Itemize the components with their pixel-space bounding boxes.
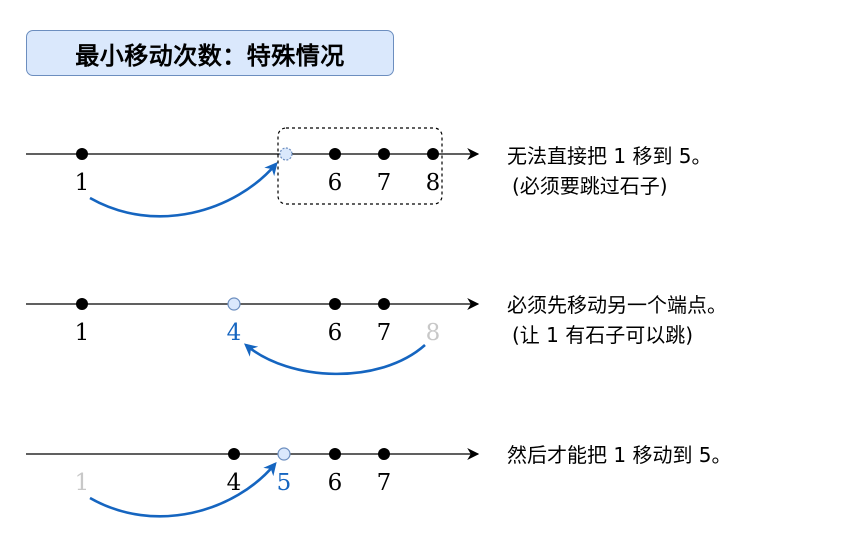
page-title: 最小移动次数：特殊情况 (75, 41, 345, 70)
row-1: 1 6 7 8 无法直接把 1 移到 5。 (必须要跳过石子) (26, 127, 712, 218)
stone-7 (378, 448, 390, 460)
label-6: 6 (328, 170, 343, 196)
stone-7 (378, 298, 390, 310)
stone-6 (329, 448, 341, 460)
label-7: 7 (377, 170, 392, 196)
row-3: 1 4 5 6 7 然后才能把 1 移动到 5。 (26, 443, 732, 518)
label-4: 4 (227, 470, 242, 496)
label-8-faded: 8 (426, 320, 441, 346)
target-spot-5 (279, 147, 293, 161)
move-arrow-1-to-5 (89, 162, 278, 218)
row-1-description-line1: 无法直接把 1 移到 5。 (507, 144, 712, 168)
label-6: 6 (328, 470, 343, 496)
stone-1 (76, 298, 88, 310)
stone-1 (76, 148, 88, 160)
label-1: 1 (75, 320, 90, 346)
move-arrow-8-to-4 (244, 343, 426, 376)
row-1-description-line2: (必须要跳过石子) (512, 174, 668, 198)
stone-6 (329, 298, 341, 310)
label-4: 4 (227, 320, 242, 346)
stone-6 (329, 148, 341, 160)
row-2-description-line1: 必须先移动另一个端点。 (507, 293, 727, 317)
stone-8 (427, 148, 439, 160)
target-spot-4 (227, 297, 241, 311)
label-1: 1 (75, 170, 90, 196)
label-5: 5 (277, 470, 292, 496)
row-3-description-line1: 然后才能把 1 移动到 5。 (507, 443, 732, 467)
stone-4 (228, 448, 240, 460)
target-spot-5 (277, 447, 291, 461)
window-box (277, 127, 443, 205)
stone-7 (378, 148, 390, 160)
label-8: 8 (426, 170, 441, 196)
label-6: 6 (328, 320, 343, 346)
label-7: 7 (377, 320, 392, 346)
move-arrow-1-to-5 (89, 462, 277, 518)
label-1-faded: 1 (75, 470, 90, 496)
label-7: 7 (377, 470, 392, 496)
row-2: 1 4 6 7 8 必须先移动另一个端点。 (让 1 有石子可以跳) (26, 293, 727, 376)
row-2-description-line2: (让 1 有石子可以跳) (512, 323, 693, 347)
title-box: 最小移动次数：特殊情况 (26, 30, 394, 76)
